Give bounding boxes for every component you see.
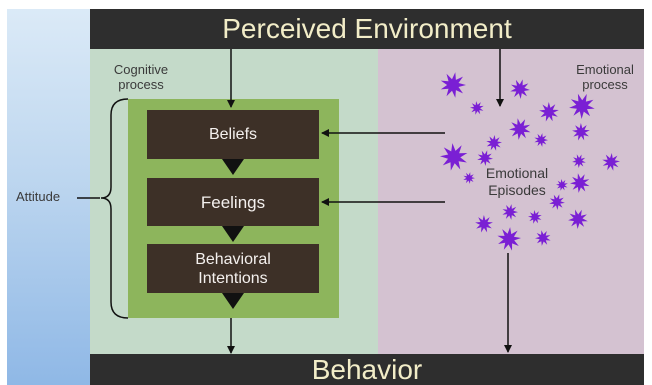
purple-starburst-icon	[539, 102, 559, 122]
purple-starburst-icon	[510, 79, 530, 99]
purple-starburst-icon	[549, 194, 565, 210]
behavior-title: Behavior	[311, 354, 423, 385]
purple-starburst-icon	[440, 72, 466, 98]
feelings-label: Feelings	[200, 192, 266, 212]
behavior-bar: Behavior	[90, 354, 644, 385]
emotional-episodes-label: Emotional Episodes	[485, 165, 549, 198]
purple-starburst-icon	[470, 101, 484, 115]
emotional-process-label: Emotional process	[576, 62, 634, 92]
purple-starburst-icon	[534, 133, 548, 147]
feelings-to-intentions-arrow-icon	[222, 226, 244, 242]
perceived-environment-bar: Perceived Environment	[90, 9, 644, 49]
emotion-bursts	[440, 72, 620, 251]
attitude-bracket	[100, 98, 129, 319]
behavioral-intentions-box: Behavioral Intentions	[147, 244, 319, 293]
purple-starburst-icon	[572, 154, 586, 168]
purple-starburst-icon	[497, 227, 521, 251]
intentions-down-arrow-icon	[222, 293, 244, 309]
left-gradient-strip	[7, 9, 90, 385]
beliefs-to-feelings-arrow-icon	[222, 159, 244, 175]
cognitive-process-label: Cognitive process	[113, 62, 169, 92]
purple-starburst-icon	[509, 118, 531, 140]
purple-starburst-icon	[570, 173, 590, 193]
purple-starburst-icon	[475, 215, 493, 233]
purple-starburst-icon	[528, 210, 542, 224]
purple-starburst-icon	[602, 153, 620, 171]
purple-starburst-icon	[535, 230, 551, 246]
purple-starburst-icon	[463, 172, 475, 184]
beliefs-label: Beliefs	[208, 126, 258, 143]
purple-starburst-icon	[556, 179, 568, 191]
purple-starburst-icon	[502, 204, 518, 220]
beliefs-box: Beliefs	[147, 110, 319, 159]
purple-starburst-icon	[568, 209, 588, 229]
purple-starburst-icon	[569, 93, 595, 119]
purple-starburst-icon	[477, 150, 493, 166]
behavioral-intentions-label: Behavioral Intentions	[195, 250, 271, 287]
purple-starburst-icon	[486, 135, 502, 151]
attitude-label: Attitude	[16, 189, 61, 204]
purple-starburst-icon	[572, 123, 590, 141]
feelings-box: Feelings	[147, 178, 319, 226]
purple-starburst-icon	[440, 143, 468, 171]
perceived-environment-title: Perceived Environment	[222, 13, 512, 44]
